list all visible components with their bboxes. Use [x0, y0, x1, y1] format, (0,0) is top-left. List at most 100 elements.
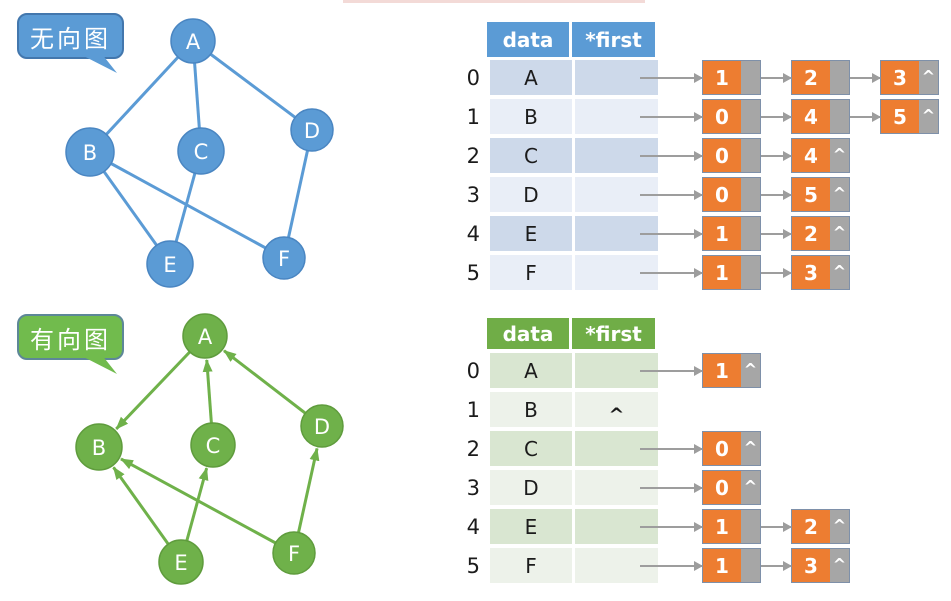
linked-list-node: 0 — [702, 99, 761, 134]
node-vertex-index: 1 — [703, 256, 741, 289]
graph-node-C — [190, 422, 236, 468]
node-vertex-index: 3 — [792, 256, 830, 289]
pointer-arrow — [761, 521, 792, 532]
graph-node-label: E — [163, 253, 176, 277]
graph-node-label: E — [174, 551, 187, 575]
edge-D-F — [282, 129, 314, 259]
data-cell: A — [490, 60, 572, 95]
null-pointer-marker: ^ — [608, 403, 625, 426]
table-header: data *first — [487, 318, 658, 349]
data-cell: D — [490, 470, 572, 505]
cropped-edge-artifact — [343, 0, 645, 3]
data-cell: B — [490, 392, 572, 427]
edge-A-D — [192, 39, 313, 132]
adjacency-chain-F: 1 3^ — [640, 255, 850, 290]
linked-list-node: 2^ — [791, 509, 850, 544]
graph-node-D — [300, 404, 344, 448]
pointer-arrow — [761, 150, 792, 161]
linked-list-node: 0 — [702, 177, 761, 212]
data-cell: B — [490, 99, 572, 134]
linked-list-node: 1 — [702, 216, 761, 251]
graph-node-label: A — [198, 325, 213, 349]
graph-node-F — [262, 236, 306, 280]
row-index: 4 — [466, 514, 480, 539]
node-vertex-index: 4 — [792, 139, 830, 172]
pointer-arrow — [640, 560, 703, 571]
graph-node-E — [158, 539, 204, 585]
graph-node-label: D — [304, 119, 320, 143]
node-next-pointer — [830, 61, 849, 94]
node-vertex-index: 0 — [703, 139, 741, 172]
linked-list-node: 0^ — [702, 470, 761, 505]
row-index: 1 — [466, 104, 480, 129]
adjacency-chain-E: 1 2^ — [640, 509, 850, 544]
graph-node-A — [170, 18, 216, 64]
edge-A-B — [88, 39, 195, 154]
pointer-arrow — [761, 228, 792, 239]
data-cell: A — [490, 353, 572, 388]
node-vertex-index: 1 — [703, 217, 741, 250]
pointer-arrow — [761, 560, 792, 571]
node-null-pointer: ^ — [919, 61, 938, 94]
pointer-arrow — [640, 189, 703, 200]
column-header-data: data — [487, 22, 569, 57]
linked-list-node: 1 — [702, 548, 761, 583]
row-index: 5 — [466, 260, 480, 285]
node-vertex-index: 1 — [703, 549, 741, 582]
column-header-first: *first — [572, 318, 655, 349]
node-null-pointer: ^ — [830, 217, 849, 250]
data-cell: E — [490, 509, 572, 544]
pointer-arrow — [640, 72, 703, 83]
node-vertex-index: 0 — [703, 178, 741, 211]
node-null-pointer: ^ — [830, 256, 849, 289]
pointer-arrow — [640, 111, 703, 122]
node-next-pointer — [830, 100, 849, 133]
adjacency-chain-A: 1^ — [640, 353, 761, 388]
node-vertex-index: 1 — [703, 510, 741, 543]
undirected-label-text: 无向图 — [30, 24, 111, 53]
pointer-arrow — [640, 150, 703, 161]
linked-list-node: 1 — [702, 60, 761, 95]
node-null-pointer: ^ — [830, 178, 849, 211]
row-index: 0 — [466, 358, 480, 383]
undirected-graph-callout: 无向图 — [17, 13, 124, 73]
linked-list-node: 2 — [791, 60, 850, 95]
node-vertex-index: 0 — [703, 432, 741, 465]
linked-list-node: 4^ — [791, 138, 850, 173]
adjacency-chain-C: 0 4^ — [640, 138, 850, 173]
data-cell: D — [490, 177, 572, 212]
row-index: 2 — [466, 143, 480, 168]
node-next-pointer — [741, 510, 760, 543]
node-vertex-index: 3 — [881, 61, 919, 94]
node-vertex-index: 2 — [792, 61, 830, 94]
linked-list-node: 2^ — [791, 216, 850, 251]
pointer-arrow — [761, 72, 792, 83]
graph-node-label: C — [194, 140, 209, 164]
row-index: 1 — [466, 397, 480, 422]
directed-label-text: 有向图 — [30, 325, 111, 354]
row-index: 4 — [466, 221, 480, 246]
pointer-arrow — [761, 111, 792, 122]
data-cell: F — [490, 255, 572, 290]
node-vertex-index: 2 — [792, 510, 830, 543]
node-vertex-index: 3 — [792, 549, 830, 582]
node-vertex-index: 4 — [792, 100, 830, 133]
linked-list-node: 3^ — [791, 255, 850, 290]
linked-list-node: 1^ — [702, 353, 761, 388]
row-index: 3 — [466, 475, 480, 500]
column-header-first: *first — [572, 22, 655, 57]
